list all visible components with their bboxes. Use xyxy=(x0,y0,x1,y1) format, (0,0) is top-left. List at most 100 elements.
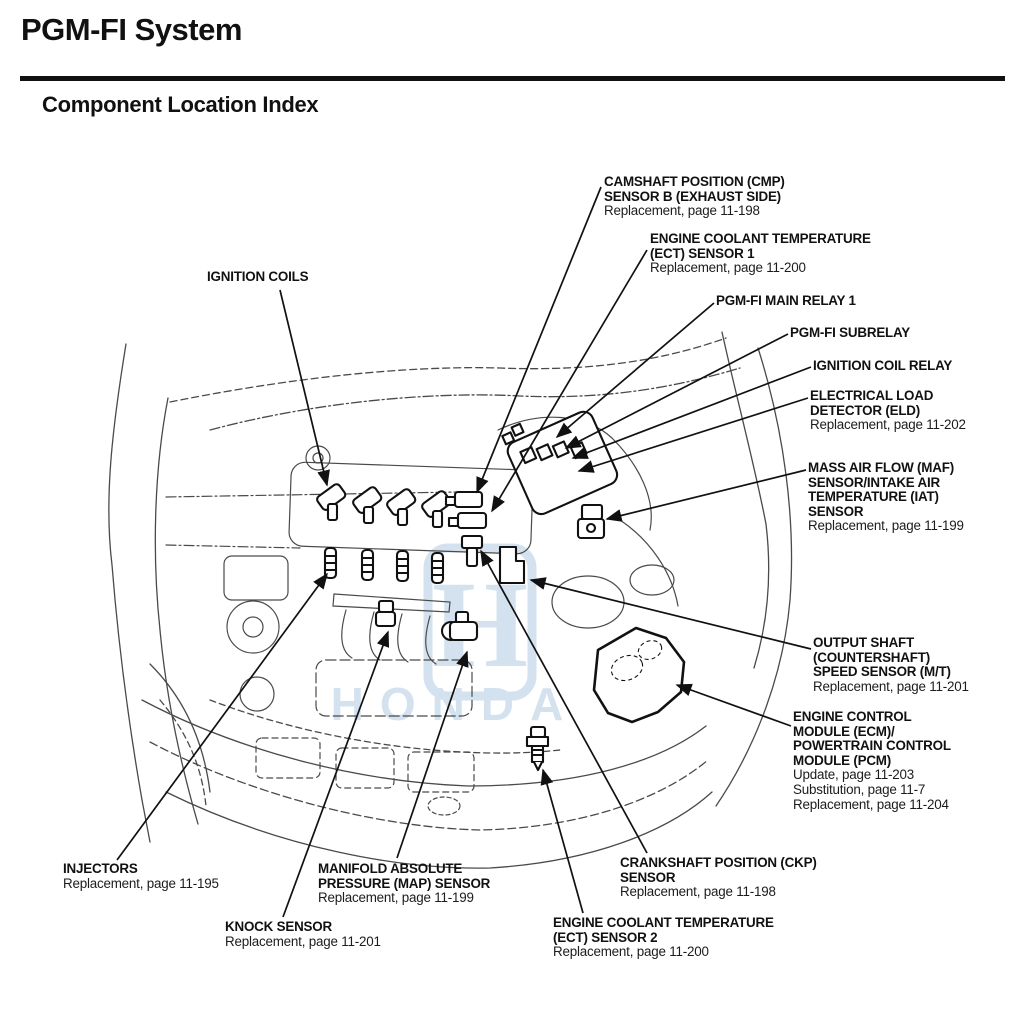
ignition-coil-shape xyxy=(316,483,347,522)
leader-injectors xyxy=(116,572,328,861)
page-ref: Substitution, page 11-7 xyxy=(793,781,926,797)
page-ref: Replacement, page 11-202 xyxy=(810,417,966,433)
page-ref: Update, page 11-203 xyxy=(793,767,915,783)
label-line: IGNITION COILS xyxy=(207,269,309,284)
label-line: CRANKSHAFT POSITION (CKP) xyxy=(620,855,817,870)
label-line: SENSOR xyxy=(620,869,676,885)
leader-ckp-sensor xyxy=(480,549,648,854)
leader-output-shaft xyxy=(529,577,812,650)
hose-blob xyxy=(629,564,675,596)
ect1-sensor-shape xyxy=(447,511,488,530)
label-line: SPEED SENSOR (M/T) xyxy=(813,664,951,680)
cmp-sensor-shape xyxy=(444,490,484,509)
ckp-target-shape xyxy=(460,534,484,568)
wheel-arch-line xyxy=(149,663,211,793)
injector-shape xyxy=(395,549,410,583)
callout-eld: ELECTRICAL LOAD DETECTOR (ELD) Replaceme… xyxy=(810,388,966,433)
label-line: ENGINE COOLANT TEMPERATURE xyxy=(650,231,871,246)
pulley-large xyxy=(226,600,280,654)
knock-sensor-shape xyxy=(374,599,397,628)
leader-map-sensor xyxy=(396,650,469,859)
callout-ecm-pcm: ENGINE CONTROL MODULE (ECM)/ POWERTRAIN … xyxy=(793,709,951,812)
cowl-line xyxy=(209,367,741,431)
leader-ect-sensor-1 xyxy=(491,249,648,513)
bumper-mid-line xyxy=(149,741,709,831)
manifold-runner xyxy=(341,609,353,659)
label-line: CAMSHAFT POSITION (CMP) xyxy=(604,174,785,189)
leader-ecm xyxy=(675,683,792,727)
right-fender-line xyxy=(715,347,793,807)
injector-shape xyxy=(430,551,445,585)
label-line: SENSOR xyxy=(808,503,864,519)
valve-cover xyxy=(288,461,534,555)
callout-cmp-sensor-b: CAMSHAFT POSITION (CMP) SENSOR B (EXHAUS… xyxy=(604,174,785,219)
grille-emblem xyxy=(427,796,461,816)
transmission-blob xyxy=(551,575,625,629)
right-a-pillar-line xyxy=(721,331,770,669)
bumper-bottom-line xyxy=(165,791,713,869)
pulley-hub xyxy=(242,616,264,638)
leader-knock-sensor xyxy=(282,630,390,918)
page-ref: Replacement, page 11-200 xyxy=(650,260,806,276)
leader-ignition-coils xyxy=(279,289,330,487)
callout-pgm-fi-subrelay: PGM-FI SUBRELAY xyxy=(790,325,911,341)
wheel-arch-dash xyxy=(159,699,207,807)
label-line: PRESSURE (MAP) SENSOR xyxy=(318,875,491,891)
label-line: SENSOR/INTAKE AIR xyxy=(808,474,941,490)
output-shaft-sensor-shape xyxy=(498,545,526,585)
callout-map-sensor: MANIFOLD ABSOLUTE PRESSURE (MAP) SENSOR … xyxy=(318,861,491,906)
label-line: POWERTRAIN CONTROL xyxy=(793,738,951,754)
engine-bay-art xyxy=(165,416,679,816)
engine-lower-block xyxy=(315,659,473,717)
label-line: DETECTOR (ELD) xyxy=(810,402,921,418)
page-ref: Replacement, page 11-199 xyxy=(318,890,474,906)
relay-box xyxy=(501,410,619,516)
leader-cmp-sensor xyxy=(476,186,602,494)
pulley-small xyxy=(239,676,275,712)
title-rule xyxy=(20,76,1005,81)
page-ref: Replacement, page 11-199 xyxy=(808,518,964,534)
ecm-shape xyxy=(592,626,686,724)
callout-output-shaft-speed-sensor: OUTPUT SHAFT (COUNTERSHAFT) SPEED SENSOR… xyxy=(813,635,969,694)
label-line: KNOCK SENSOR xyxy=(225,919,332,934)
injector-shape xyxy=(360,548,375,582)
leader-lines xyxy=(116,186,812,918)
label-line: IGNITION COIL RELAY xyxy=(813,358,953,373)
left-fender-line xyxy=(108,343,151,843)
page-ref: Replacement, page 11-204 xyxy=(793,796,949,812)
label-line: ELECTRICAL LOAD xyxy=(810,388,934,403)
map-sensor-shape xyxy=(440,610,479,642)
label-line: PGM-FI SUBRELAY xyxy=(790,325,911,340)
page-ref: Replacement, page 11-201 xyxy=(225,933,381,949)
relay-sub xyxy=(535,443,554,462)
bumper-top-line xyxy=(141,699,707,787)
hood-edge-line xyxy=(169,337,727,403)
label-line: (ECT) SENSOR 2 xyxy=(553,929,658,945)
car-body-outline xyxy=(108,331,793,869)
label-line: INJECTORS xyxy=(63,861,138,876)
callout-ect-sensor-1: ENGINE COOLANT TEMPERATURE (ECT) SENSOR … xyxy=(650,231,871,276)
ect2-sensor-shape xyxy=(525,725,550,772)
grille-opening xyxy=(335,747,395,789)
label-line: MANIFOLD ABSOLUTE xyxy=(318,861,463,876)
manifold-runner xyxy=(397,613,409,663)
page-ref: Replacement, page 11-198 xyxy=(604,203,760,219)
label-line: ENGINE COOLANT TEMPERATURE xyxy=(553,915,774,930)
page-ref: Replacement, page 11-201 xyxy=(813,678,969,694)
ignition-coil-shape xyxy=(386,488,417,527)
label-line: SENSOR B (EXHAUST SIDE) xyxy=(604,188,781,204)
leader-maf-sensor xyxy=(605,469,807,522)
label-line: MODULE (ECM)/ xyxy=(793,723,895,739)
leader-subrelay xyxy=(564,333,789,449)
injector-shape xyxy=(323,546,338,580)
manifold-runner xyxy=(425,615,437,665)
watermark-brand: HONDA xyxy=(331,678,580,730)
callout-ckp-sensor: CRANKSHAFT POSITION (CKP) SENSOR Replace… xyxy=(620,855,817,900)
callout-ignition-coils: IGNITION COILS xyxy=(207,269,309,285)
label-line: MASS AIR FLOW (MAF) xyxy=(808,460,954,475)
grille-line xyxy=(209,699,561,754)
callout-pgm-fi-main-relay-1: PGM-FI MAIN RELAY 1 xyxy=(716,293,856,309)
label-line: (COUNTERSHAFT) xyxy=(813,649,930,665)
